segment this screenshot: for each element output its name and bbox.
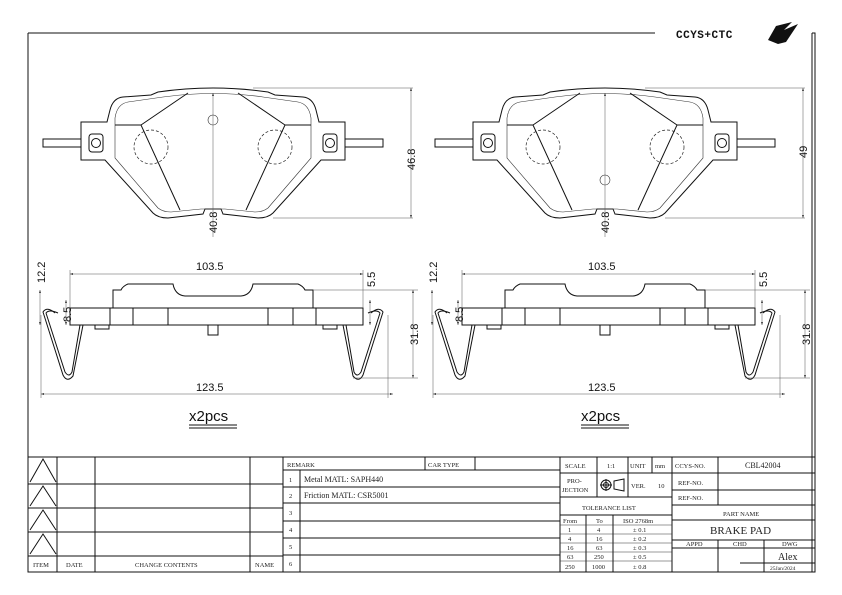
left-pad-side-view: 103.5 123.5 12.2 8.5 5.5 31.8 x2pcs: [36, 261, 421, 429]
drawing-label: PART NAME: [723, 511, 759, 518]
drawing-label: ± 0.8: [633, 564, 646, 571]
quantity-label: x2pcs: [581, 408, 620, 425]
drawing-label: CCYS+CTC: [676, 30, 733, 42]
company-logo: CCYS+CTC: [676, 22, 798, 44]
drawing-label: 10: [658, 483, 665, 490]
drawing-label: 1:1: [607, 463, 615, 470]
right-pad-side-view: 103.5 123.5 12.2 8.5 5.5 31.8 x2pcs: [428, 261, 813, 429]
revision-block: ITEM DATE CHANGE CONTENTS NAME: [28, 457, 284, 572]
drawing-label: SCALE: [565, 463, 586, 470]
drawing-label: NAME: [255, 562, 274, 569]
drawing-label: 8.5: [62, 307, 74, 322]
tolerance-table: 1 4 ± 0.1 4 16 ± 0.2 16 63 ± 0.3 63 250 ± 0.5 25…: [565, 527, 646, 571]
drawing-label: 4: [568, 536, 572, 543]
drawing-frame: [27, 32, 816, 573]
drawing-label: 250: [565, 564, 575, 571]
left-pad-front-view: 40.8 46.8: [43, 88, 418, 237]
projection-symbol-icon: [600, 478, 625, 492]
drawing-label: 31.8: [801, 324, 813, 345]
part-name: BRAKE PAD: [710, 525, 771, 537]
dim-total-height: 46.8: [406, 149, 418, 170]
drawing-label: CHD: [733, 541, 747, 548]
drawing-label: 63: [567, 554, 574, 561]
drawing-label: DATE: [66, 562, 83, 569]
revision-triangle-icons: [29, 457, 57, 555]
drawing-label: 16: [567, 545, 574, 552]
title-block: SCALE 1:1 UNIT mm PRO- JECTION VER. 10 C…: [560, 457, 815, 572]
drawing-label: ± 0.1: [633, 527, 646, 534]
dim-center-height: 40.8: [600, 212, 612, 233]
drawing-label: 1: [289, 477, 292, 484]
drawing-label: DWG: [782, 541, 798, 548]
drawing-label: PRO-: [567, 478, 582, 485]
right-pad-front-view: 40.8 49: [435, 88, 810, 237]
drawing-label: REF-NO.: [678, 495, 703, 502]
drawing-label: 103.5: [196, 261, 224, 273]
drawing-label: 4: [597, 527, 601, 534]
drawing-label: ISO 2768m: [623, 518, 653, 525]
drawing-label: VER.: [631, 483, 646, 490]
drawing-label: 12.2: [36, 262, 48, 283]
drawing-label: 123.5: [588, 382, 616, 394]
drawing-label: 3: [289, 510, 292, 517]
drawing-label: 12.2: [428, 262, 440, 283]
drawing-label: 2: [289, 493, 292, 500]
ccys-number: CBL42004: [745, 461, 781, 470]
dim-center-height: 40.8: [208, 212, 220, 233]
remark-block: REMARK CAR TYPE 1 Metal MATL: SAPH440 2 …: [283, 457, 561, 572]
drawing-label: JECTION: [562, 487, 589, 494]
drawing-label: 6: [289, 561, 293, 568]
drawing-label: 1000: [592, 564, 605, 571]
drawing-label: ± 0.3: [633, 545, 646, 552]
drawing-label: 63: [596, 545, 603, 552]
drawing-label: 123.5: [196, 382, 224, 394]
drawing-label: ITEM: [33, 562, 49, 569]
drawing-label: 1: [568, 527, 571, 534]
drawing-label: 16: [596, 536, 603, 543]
drawing-label: 5.5: [366, 272, 378, 287]
drawing-label: 25Jan/2024: [770, 566, 796, 572]
drawing-label: mm: [655, 463, 665, 470]
drawing-label: 4: [289, 527, 293, 534]
drawing-label: 5.5: [758, 272, 770, 287]
quantity-label: x2pcs: [189, 408, 228, 425]
drawing-label: TOLERANCE LIST: [582, 505, 636, 512]
drawing-label: 103.5: [588, 261, 616, 273]
dim-total-height: 49: [798, 146, 810, 158]
drawing-label: REMARK: [287, 462, 315, 469]
drawing-label: REF-NO.: [678, 480, 703, 487]
drawing-label: 250: [594, 554, 604, 561]
drawing-label: Metal MATL: SAPH440: [304, 475, 383, 484]
drawing-label: Alex: [778, 552, 797, 563]
drawing-label: CAR TYPE: [428, 462, 459, 469]
drawing-label: 8.5: [454, 307, 466, 322]
drawing-label: ± 0.5: [633, 554, 646, 561]
drawing-label: UNIT: [630, 463, 646, 470]
drawing-label: CCYS-NO.: [675, 463, 706, 470]
drawing-label: 5: [289, 544, 292, 551]
drawing-label: APPD: [686, 541, 703, 548]
drawing-label: ± 0.2: [633, 536, 646, 543]
drawing-label: To: [596, 518, 603, 525]
drawing-label: CHANGE CONTENTS: [135, 562, 198, 569]
drawing-label: Friction MATL: CSR5001: [304, 491, 388, 500]
drawing-label: 31.8: [409, 324, 421, 345]
drawing-label: From: [563, 518, 577, 525]
